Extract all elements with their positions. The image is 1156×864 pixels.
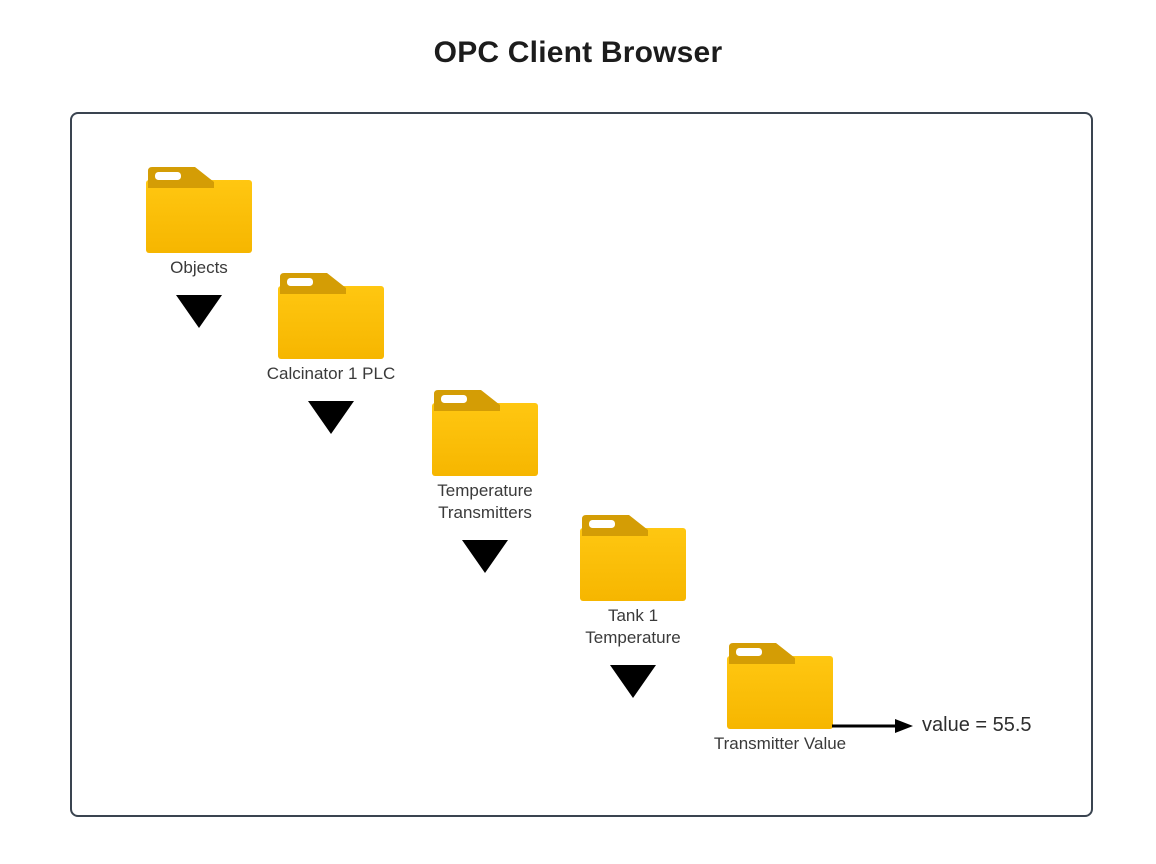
- triangle-down-icon[interactable]: [176, 295, 222, 328]
- folder-icon[interactable]: [580, 514, 686, 601]
- tree-node-tank-1-temperature: Tank 1 Temperature: [548, 514, 718, 698]
- node-label: Objects: [170, 257, 228, 279]
- tree-node-transmitter-value: Transmitter Value: [695, 642, 865, 755]
- arrow-right-icon: [832, 719, 913, 733]
- page-title: OPC Client Browser: [433, 36, 723, 69]
- node-label-line: Temperature: [437, 481, 533, 500]
- node-label-line: Transmitter Value: [713, 734, 847, 753]
- node-label: Transmitter Value: [714, 733, 846, 755]
- folder-icon[interactable]: [727, 642, 833, 729]
- node-label-line: Transmitters: [438, 503, 532, 522]
- node-label-line: Tank 1: [607, 606, 659, 625]
- tree-node-objects: Objects: [114, 166, 284, 328]
- node-label-line: Calcinator 1 PLC: [266, 364, 396, 383]
- tree-node-temperature-transmitters: Temperature Transmitters: [400, 389, 570, 573]
- value-readout: value = 55.5: [922, 714, 1032, 736]
- node-label: Tank 1 Temperature: [585, 605, 680, 649]
- node-label-line: Objects: [170, 258, 228, 277]
- node-label-line: Temperature: [585, 628, 681, 647]
- folder-icon[interactable]: [146, 166, 252, 253]
- node-label: Temperature Transmitters: [437, 480, 532, 524]
- folder-icon[interactable]: [432, 389, 538, 476]
- tree-node-calcinator-1-plc: Calcinator 1 PLC: [246, 272, 416, 434]
- folder-icon[interactable]: [278, 272, 384, 359]
- triangle-down-icon[interactable]: [610, 665, 656, 698]
- triangle-down-icon[interactable]: [308, 401, 354, 434]
- node-label: Calcinator 1 PLC: [267, 363, 396, 385]
- triangle-down-icon[interactable]: [462, 540, 508, 573]
